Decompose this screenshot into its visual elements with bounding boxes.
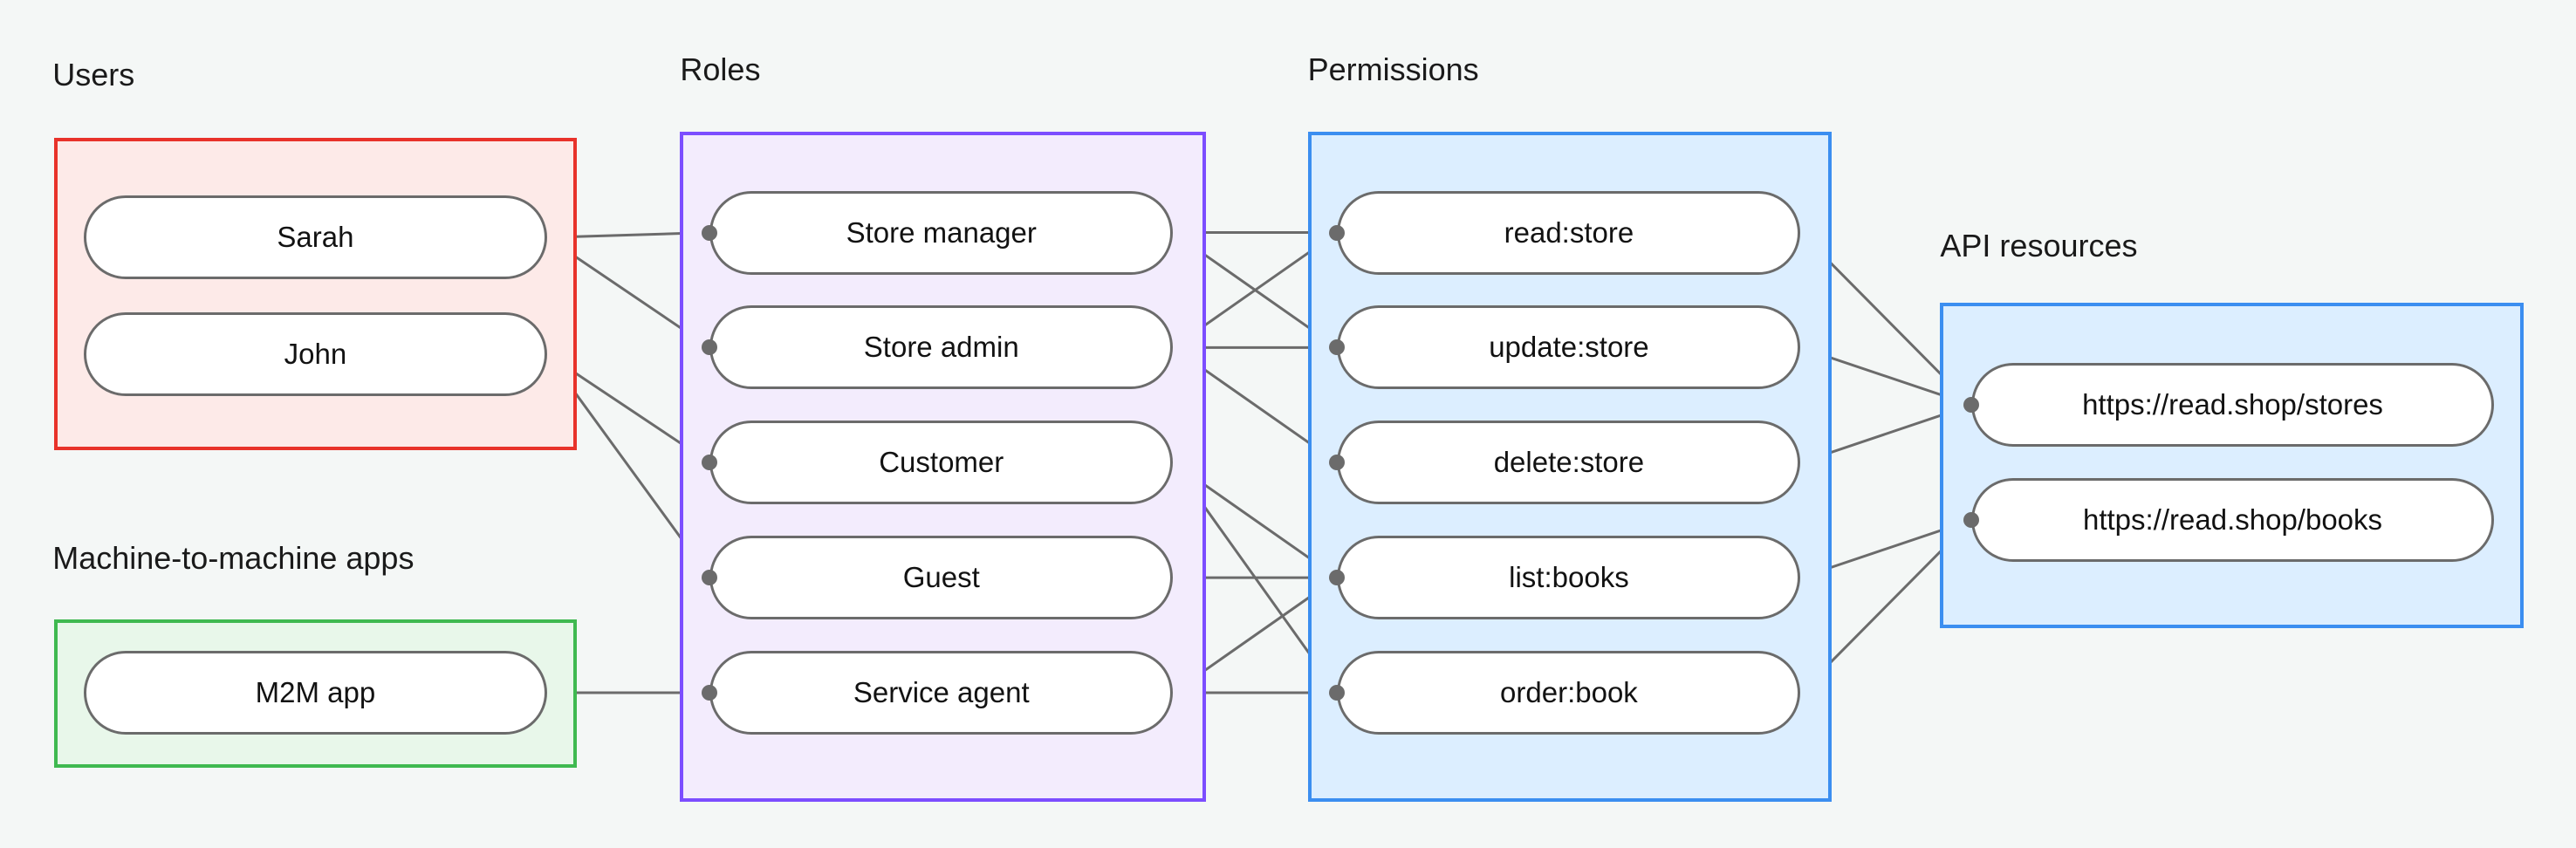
node-m2mapp[interactable]: M2M app — [84, 650, 547, 735]
group-title-api: API resources — [1940, 227, 2138, 263]
connection-port-listbooks — [1329, 570, 1346, 586]
node-updatestore[interactable]: update:store — [1337, 305, 1801, 390]
group-box-api — [1940, 302, 2524, 628]
connection-port-storemanager — [702, 224, 718, 241]
node-storeadmin[interactable]: Store admin — [709, 305, 1174, 390]
connection-port-serviceagent — [702, 684, 718, 701]
connection-port-guest — [702, 570, 718, 586]
group-box-users — [54, 138, 577, 451]
connection-port-updatestore — [1329, 339, 1346, 356]
node-storemanager[interactable]: Store manager — [709, 190, 1174, 275]
connection-port-readstore — [1329, 224, 1346, 241]
group-title-m2m: Machine-to-machine apps — [52, 539, 414, 576]
node-readstore[interactable]: read:store — [1337, 190, 1801, 275]
node-orderbook[interactable]: order:book — [1337, 650, 1801, 735]
node-customer[interactable]: Customer — [709, 421, 1174, 505]
group-title-roles: Roles — [680, 51, 761, 88]
node-john[interactable]: John — [84, 311, 547, 396]
group-title-users: Users — [52, 56, 135, 92]
connection-port-apibooks — [1963, 512, 1980, 529]
node-sarah[interactable]: Sarah — [84, 195, 547, 280]
connection-port-deletestore — [1329, 455, 1346, 471]
node-serviceagent[interactable]: Service agent — [709, 650, 1174, 735]
node-listbooks[interactable]: list:books — [1337, 536, 1801, 620]
node-apibooks[interactable]: https://read.shop/books — [1971, 478, 2494, 563]
connection-port-customer — [702, 455, 718, 471]
node-deletestore[interactable]: delete:store — [1337, 421, 1801, 505]
node-apistores[interactable]: https://read.shop/stores — [1971, 363, 2494, 448]
group-title-permissions: Permissions — [1307, 51, 1479, 88]
connection-port-storeadmin — [702, 339, 718, 356]
connection-port-apistores — [1963, 397, 1980, 414]
node-guest[interactable]: Guest — [709, 536, 1174, 620]
connection-port-orderbook — [1329, 684, 1346, 701]
